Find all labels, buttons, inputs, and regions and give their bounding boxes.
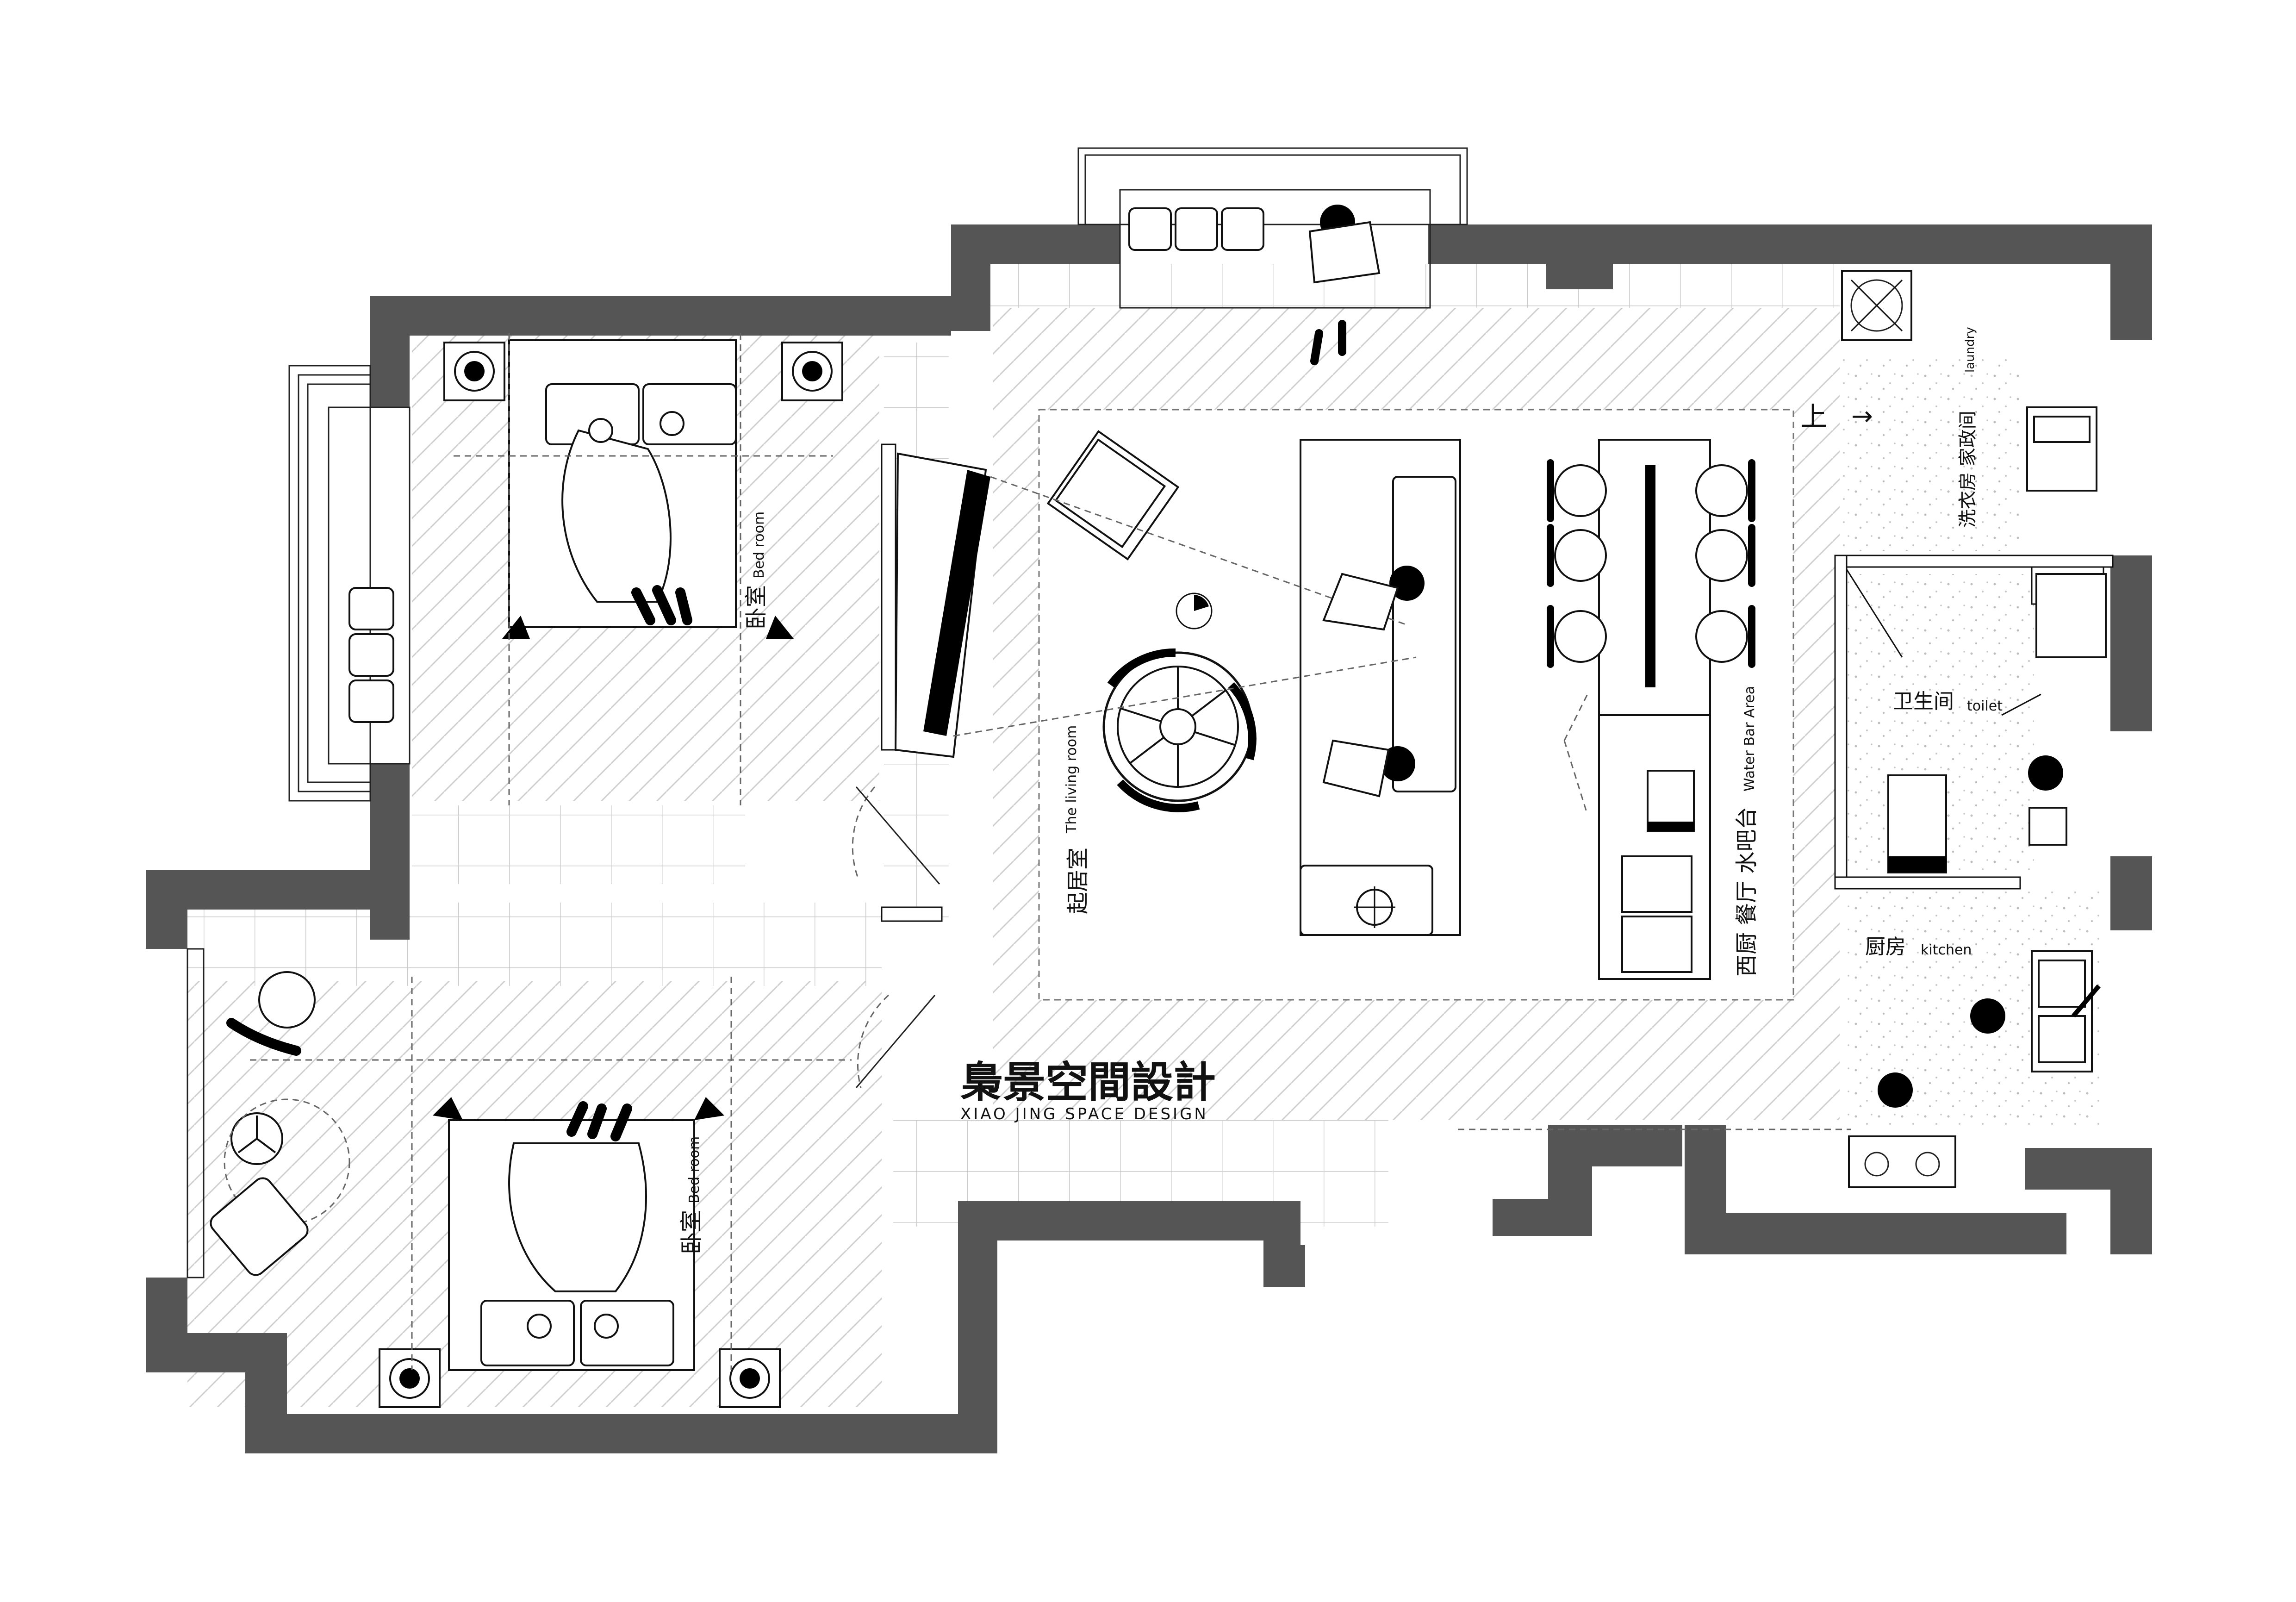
nightstand-bottom-right (719, 1348, 781, 1408)
laundry-fixtures (1841, 270, 2097, 492)
reading-corner (210, 971, 350, 1276)
round-table (1102, 592, 1257, 812)
label-bedroom-top: 卧室 Bed room (743, 511, 769, 630)
kitchen-fixtures (1848, 950, 2101, 1188)
label-dining: 西厨 餐厅 水吧台 Water Bar Area (1734, 686, 1760, 977)
walls (146, 224, 2152, 1453)
balcony-top (1077, 147, 1468, 309)
dining-cn: 西厨 餐厅 水吧台 (1734, 807, 1760, 977)
stairs-up-arrow: → (1851, 401, 1873, 431)
living-en: The living room (1064, 725, 1080, 834)
label-laundry: 洗衣房 家政间 laundry (1957, 327, 1979, 528)
bed-top (502, 339, 794, 639)
bedroom-top-cn: 卧室 (743, 585, 769, 630)
bedroom-bottom-en: Bed room (686, 1136, 703, 1203)
toilet-cn: 卫生间 (1893, 690, 1954, 713)
sofa (1300, 439, 1461, 936)
label-living: 起居室 The living room (1064, 725, 1091, 914)
bay-cushions (348, 587, 394, 723)
tv-wall (894, 452, 990, 758)
brand-name-en: XIAO JING SPACE DESIGN (960, 1105, 1208, 1123)
balcony-chairs (1128, 207, 1264, 251)
kitchen-cn: 厨房 (1865, 935, 1906, 959)
laundry-cn: 洗衣房 家政间 (1957, 411, 1979, 528)
dining-table (1598, 439, 1711, 980)
brand-name-cn: 梟景空間設計 (960, 1058, 1216, 1107)
dining-chairs (1547, 459, 1755, 668)
doors (852, 694, 1588, 1088)
toilet-en: toilet (1967, 698, 2003, 714)
brand-logo: 梟景空間設計 XIAO JING SPACE DESIGN (960, 1058, 1216, 1123)
stairs-up-label: 上 (1800, 401, 1827, 432)
nightstand-top-left (443, 342, 505, 401)
living-cn: 起居室 (1065, 848, 1091, 914)
armchair (1046, 430, 1180, 561)
toilet-fixtures (1846, 569, 2107, 873)
nightstand-top-right (781, 342, 843, 401)
bay-window-left (288, 365, 411, 802)
kitchen-en: kitchen (1921, 942, 1972, 958)
window-lower-left (187, 948, 205, 1278)
dimension-lines (250, 333, 1851, 1370)
bedroom-bottom-cn: 卧室 (678, 1210, 704, 1254)
dining-en: Water Bar Area (1742, 686, 1758, 792)
bed-bottom (433, 1097, 724, 1371)
laundry-en: laundry (1963, 327, 1977, 373)
bedroom-top-en: Bed room (751, 511, 767, 579)
people-living (1308, 205, 1425, 798)
nightstand-bottom-left (379, 1348, 441, 1408)
label-bedroom-bottom: 卧室 Bed room (678, 1136, 704, 1254)
